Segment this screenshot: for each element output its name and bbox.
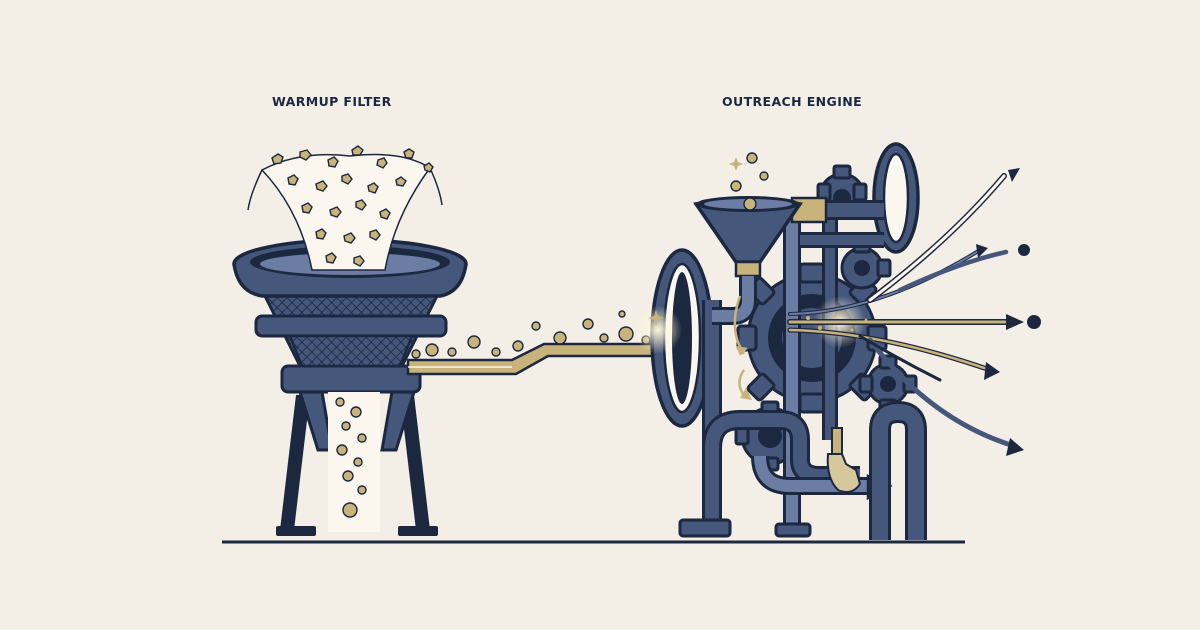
spark-particles — [806, 314, 868, 332]
raw-particles — [271, 145, 434, 267]
output-streams — [787, 173, 1017, 449]
filtered-bubbles — [328, 392, 380, 532]
output-dots — [1018, 244, 1041, 329]
arrow-right-icon — [976, 168, 1024, 456]
warmup-filter — [232, 153, 468, 536]
outreach-engine-label: OUTREACH ENGINE — [722, 94, 863, 109]
transfer-pipe — [406, 342, 664, 376]
warmup-filter-label: WARMUP FILTER — [272, 94, 392, 109]
engine-input-bubbles — [729, 152, 769, 211]
